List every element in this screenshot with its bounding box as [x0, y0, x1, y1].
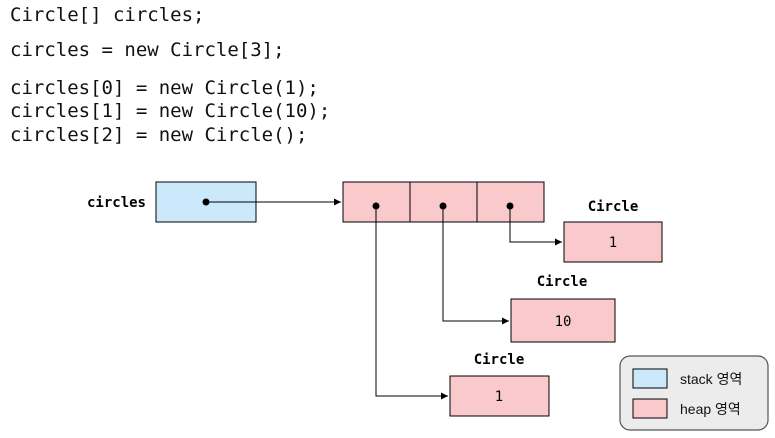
circle-object-value: 10: [555, 314, 572, 330]
code-line-assign-1: circles[1] = new Circle(10);: [10, 100, 331, 122]
circle-object-value: 1: [609, 235, 617, 251]
circle-object-title: Circle: [474, 352, 525, 368]
circle-object-box: [510, 298, 616, 343]
arrow-cell-0-to-circle: [375, 206, 448, 400]
arrow-cell-2-to-circle: [509, 206, 562, 246]
legend-heap-label: heap 영역: [680, 401, 741, 417]
code-line-declaration: Circle[] circles;: [10, 4, 205, 26]
arrow-cell-1-to-circle: [442, 206, 509, 325]
circle-object-value: 1: [495, 389, 503, 405]
code-line-assign-2: circles[2] = new Circle();: [10, 124, 308, 146]
code-line-assign-0: circles[0] = new Circle(1);: [10, 77, 319, 99]
legend: stack 영역 heap 영역: [619, 355, 769, 431]
circle-object-box: [563, 221, 663, 263]
legend-stack-label: stack 영역: [680, 371, 742, 387]
code-line-allocation: circles = new Circle[3];: [10, 39, 285, 61]
legend-panel: [619, 355, 769, 431]
circle-object-title: Circle: [537, 274, 588, 290]
variable-label: circles: [87, 195, 146, 211]
circle-object-box: [449, 375, 550, 417]
legend-stack-swatch: [632, 368, 668, 389]
circle-object-title: Circle: [588, 199, 639, 215]
legend-heap-swatch: [632, 398, 668, 419]
